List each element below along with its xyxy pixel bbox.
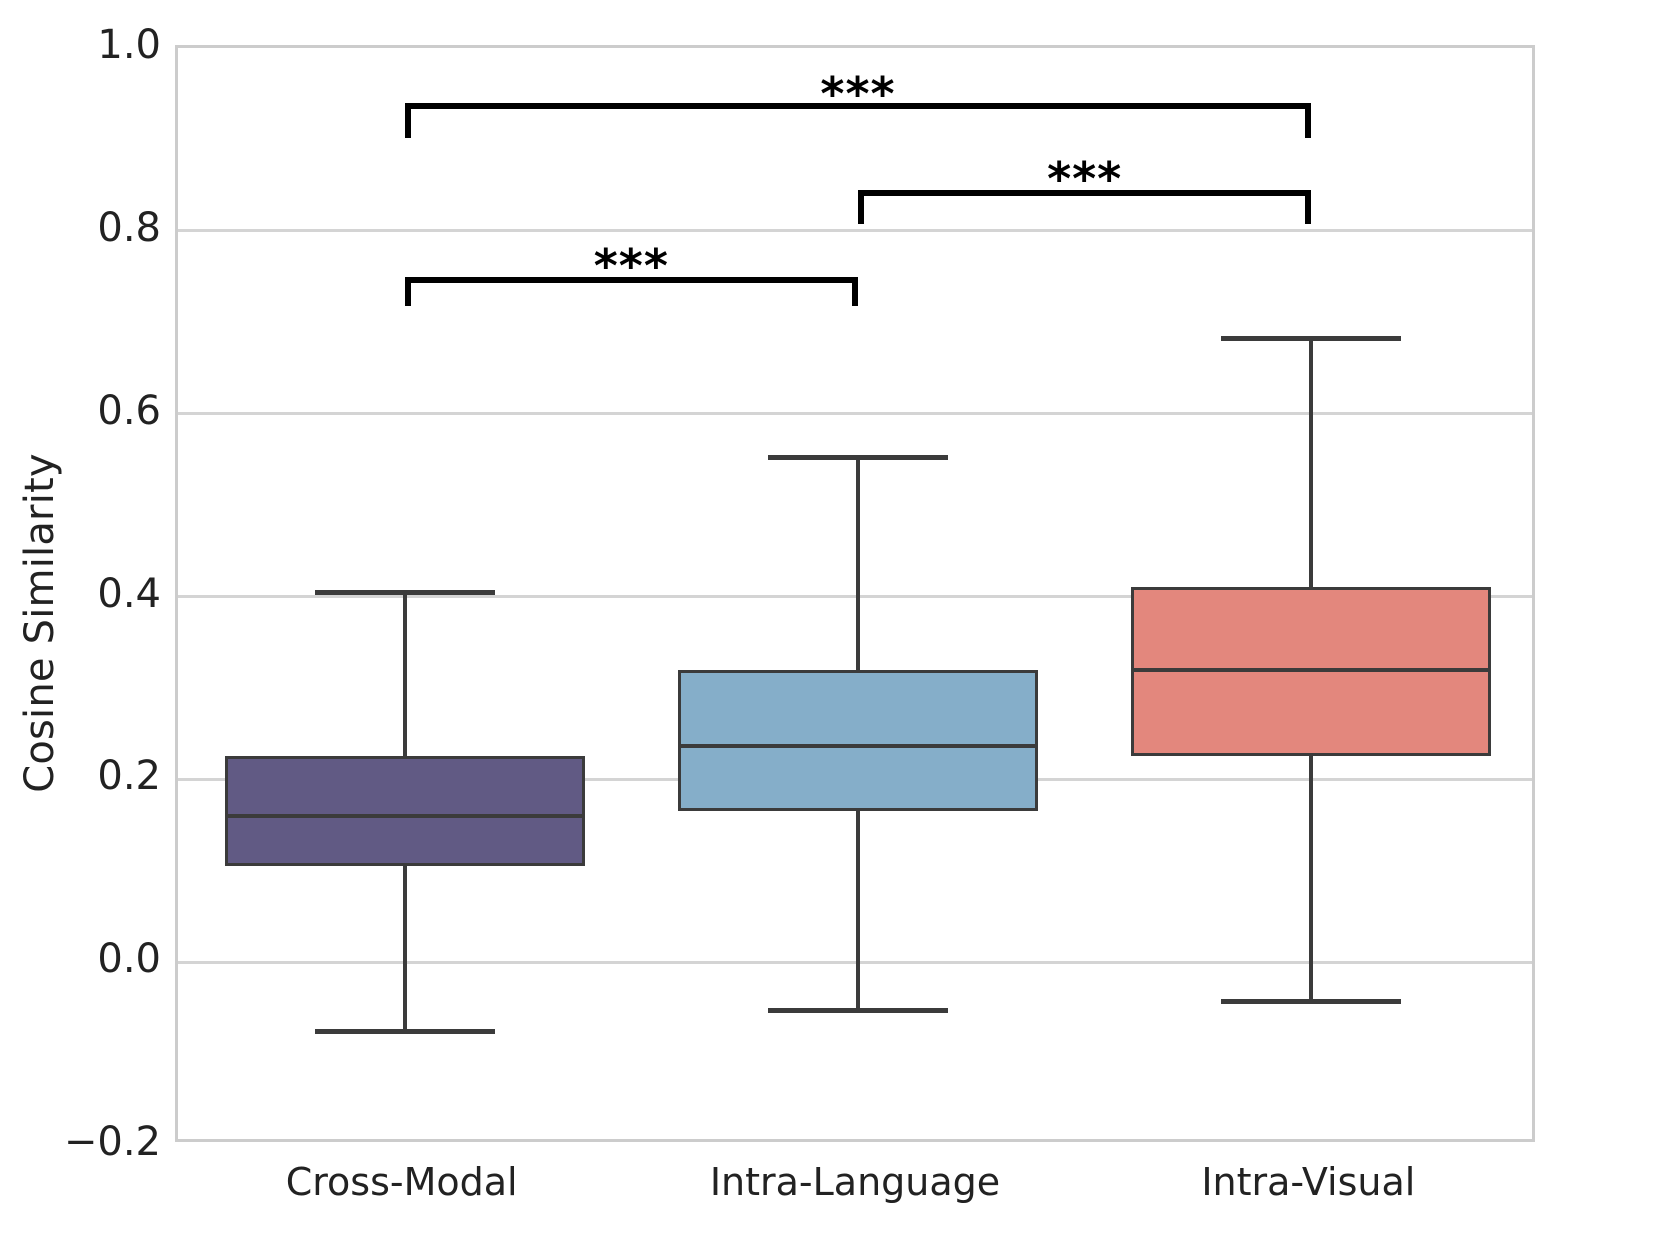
y-axis-tick-4: 0.2 <box>97 753 161 800</box>
sig-intra-language-vs-intra-visual-stars: *** <box>1047 151 1123 206</box>
median-line-intra-language <box>678 743 1038 748</box>
x-axis-tick-intra-language: Intra-Language <box>709 1160 1001 1204</box>
median-line-cross-modal <box>224 813 585 818</box>
whisker-upper-intra-language <box>856 456 860 670</box>
y-axis-tick-2: 0.6 <box>97 387 161 434</box>
sig-cross-modal-vs-intra-visual-stars: *** <box>820 66 896 121</box>
gridline <box>178 595 1532 598</box>
y-axis-label: Cosine Similarity <box>17 453 63 793</box>
x-axis-tick-cross-modal: Cross-Modal <box>285 1160 518 1204</box>
sig-intra-language-vs-intra-visual-bracket <box>858 189 1312 225</box>
whisker-lower-intra-visual <box>1309 756 1314 1001</box>
whisker-cap-upper-intra-language <box>768 454 948 460</box>
median-line-intra-visual <box>1131 667 1492 672</box>
sig-cross-modal-vs-intra-visual-bracket <box>404 102 1312 138</box>
whisker-cap-upper-intra-visual <box>1221 335 1402 341</box>
sig-cross-modal-vs-intra-language-stars: *** <box>593 238 669 293</box>
box-intra-visual[interactable] <box>1131 587 1492 757</box>
y-axis-tick-0: 1.0 <box>97 22 161 68</box>
y-axis-tick-5: 0.0 <box>97 936 161 983</box>
box-cross-modal[interactable] <box>224 756 585 867</box>
y-axis-tick-3: 0.4 <box>97 570 161 617</box>
whisker-upper-intra-visual <box>1309 337 1314 588</box>
plot-area: *** *** *** <box>175 45 1535 1142</box>
gridline <box>178 960 1532 964</box>
whisker-cap-lower-intra-visual <box>1221 998 1402 1004</box>
whisker-cap-upper-cross-modal <box>314 589 495 595</box>
gridline <box>178 412 1532 416</box>
box-intra-language[interactable] <box>678 669 1038 812</box>
whisker-cap-lower-cross-modal <box>314 1028 495 1034</box>
whisker-lower-cross-modal <box>402 866 407 1031</box>
whisker-lower-intra-language <box>856 811 860 1010</box>
y-axis-tick-6: −0.2 <box>63 1119 161 1165</box>
x-axis-tick-intra-visual: Intra-Visual <box>1201 1160 1416 1204</box>
gridline <box>178 229 1532 233</box>
sig-cross-modal-vs-intra-language-bracket <box>404 276 858 306</box>
whisker-upper-cross-modal <box>402 591 407 757</box>
y-axis-tick-1: 0.8 <box>97 204 161 251</box>
whisker-cap-lower-intra-language <box>768 1007 948 1013</box>
